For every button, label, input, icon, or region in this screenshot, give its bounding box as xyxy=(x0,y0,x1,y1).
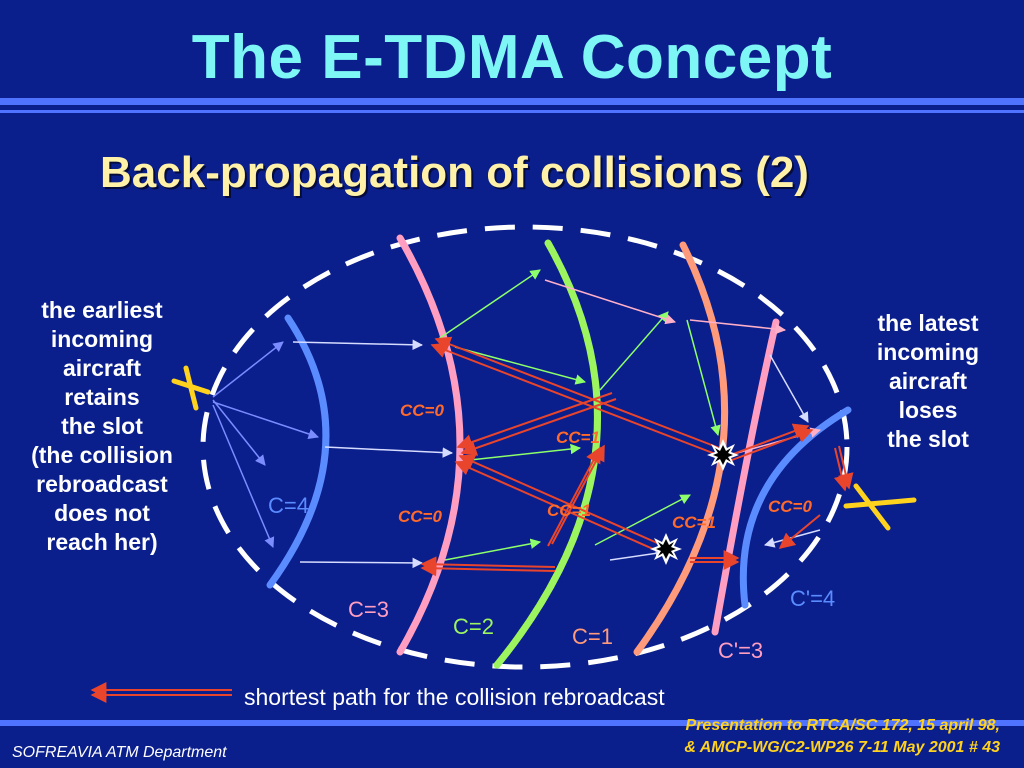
contour-label-c3-prime: C'=3 xyxy=(718,638,764,663)
collision-counter-label: CC=1 xyxy=(672,513,716,532)
contour-label-c2: C=2 xyxy=(453,614,494,639)
collision-counter-label: CC=0 xyxy=(398,507,442,526)
legend-arrow-icon xyxy=(90,682,232,703)
collision-burst-icon xyxy=(707,439,739,471)
contour-label-c3: C=3 xyxy=(348,597,389,622)
relay-transmissions-white xyxy=(292,339,821,569)
collision-burst-icon xyxy=(650,533,682,565)
relay-transmissions-green xyxy=(436,269,721,561)
contour-c4 xyxy=(266,314,330,589)
footer-presentation-info: Presentation to RTCA/SC 172, 15 april 98… xyxy=(684,717,1000,756)
title-underline-thick xyxy=(0,98,1024,105)
collision-counter-label: CC=1 xyxy=(547,501,591,520)
earliest-aircraft-icon xyxy=(171,365,211,411)
contour-c1 xyxy=(633,241,729,656)
latest-aircraft-icon xyxy=(843,483,917,531)
footer-department: SOFREAVIA ATM Department xyxy=(12,744,227,761)
legend-label: shortest path for the collision rebroadc… xyxy=(244,684,665,710)
contour-c3 xyxy=(396,234,464,656)
collision-counter-label: CC=0 xyxy=(768,497,812,516)
contour-label-c4-prime: C'=4 xyxy=(790,586,836,611)
contour-label-c4: C=4 xyxy=(268,493,309,518)
coverage-ellipse xyxy=(200,224,850,670)
footer-rule xyxy=(0,720,1024,726)
earliest-aircraft-note: the earliest incoming aircraft retains t… xyxy=(31,297,173,555)
rebroadcast-paths xyxy=(420,336,854,577)
title-underline-thin xyxy=(0,110,1024,113)
collision-counter-label: CC=1 xyxy=(556,428,600,447)
slide-subtitle: Back-propagation of collisions (2) xyxy=(100,148,809,197)
contour-c2 xyxy=(493,239,601,669)
contour-label-c1: C=1 xyxy=(572,624,613,649)
page-title: The E-TDMA Concept xyxy=(191,23,833,92)
latest-aircraft-note: the latest incoming aircraft loses the s… xyxy=(876,310,980,452)
collision-counter-label: CC=0 xyxy=(400,401,444,420)
contour-c3-prime xyxy=(711,318,780,636)
source-transmissions xyxy=(212,341,319,548)
